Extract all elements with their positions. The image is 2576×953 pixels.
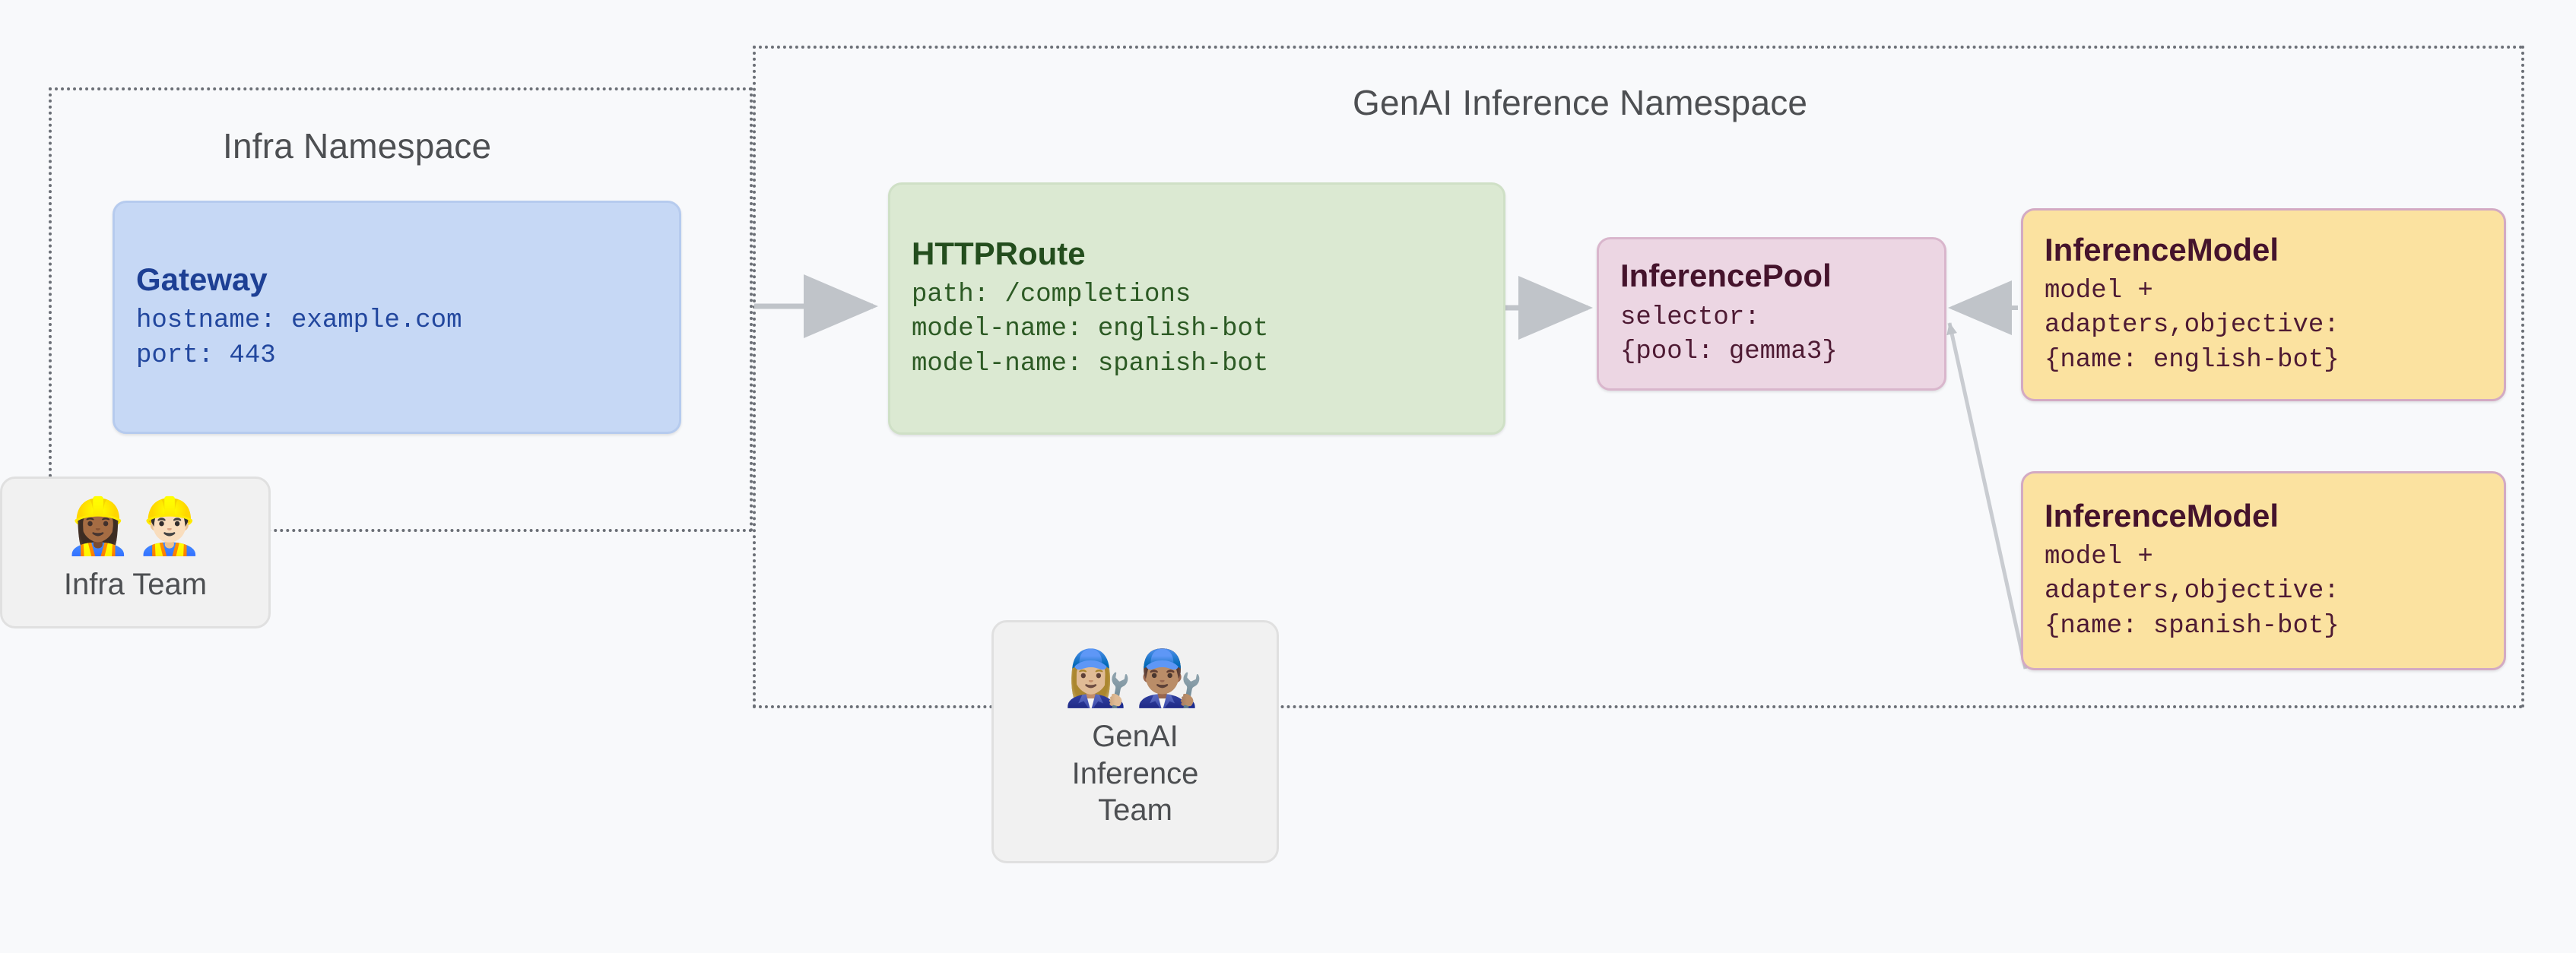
namespace-infra-label: Infra Namespace [223, 126, 492, 166]
node-httproute-line-3: model-name: spanish-bot [912, 349, 1269, 378]
node-httproute-title: HTTPRoute [912, 235, 1086, 271]
node-httproute[interactable]: HTTPRoute path: /completions model-name:… [888, 182, 1505, 435]
node-httproute-line-1: path: /completions [912, 280, 1191, 309]
genai-team-caption: GenAI Inference Team [1072, 718, 1199, 829]
node-inferencepool[interactable]: InferencePool selector: {pool: gemma3} [1597, 237, 1946, 391]
node-gateway[interactable]: Gateway hostname: example.com port: 443 [113, 201, 681, 434]
node-inferencemodel-spanish-line-2: adapters,objective: [2045, 577, 2340, 606]
node-inferencemodel-english-line-2: adapters,objective: [2045, 311, 2340, 340]
node-inferencemodel-spanish[interactable]: InferenceModel model + adapters,objectiv… [2021, 471, 2506, 670]
node-gateway-title: Gateway [136, 261, 268, 297]
genai-team-caption-line-3: Team [1098, 793, 1172, 828]
genai-team-caption-line-2: Inference [1071, 756, 1199, 790]
node-gateway-line-2: port: 443 [136, 340, 276, 370]
namespace-infra [49, 87, 753, 532]
node-gateway-line-1: hostname: example.com [136, 306, 462, 336]
genai-team-avatars: 👩🏼‍🔧👨🏽‍🔧 [1064, 647, 1207, 709]
team-card-genai[interactable]: 👩🏼‍🔧👨🏽‍🔧 GenAI Inference Team [991, 620, 1279, 863]
node-inferencepool-title: InferencePool [1620, 258, 1832, 294]
node-inferencemodel-spanish-title: InferenceModel [2045, 497, 2279, 533]
node-inferencemodel-english-line-1: model + [2045, 276, 2153, 306]
team-card-infra[interactable]: 👷🏾‍♀️👷🏻‍♂️ Infra Team [0, 476, 271, 628]
node-inferencemodel-spanish-line-1: model + [2045, 542, 2153, 571]
genai-team-caption-line-1: GenAI [1092, 719, 1179, 753]
node-inferencemodel-spanish-line-3: {name: spanish-bot} [2045, 611, 2340, 641]
node-inferencemodel-english[interactable]: InferenceModel model + adapters,objectiv… [2021, 208, 2506, 401]
namespace-genai-label: GenAI Inference Namespace [1353, 83, 1808, 122]
node-httproute-line-2: model-name: english-bot [912, 315, 1269, 344]
infra-team-avatars: 👷🏾‍♀️👷🏻‍♂️ [64, 495, 207, 557]
infra-team-caption: Infra Team [63, 567, 208, 601]
node-inferencepool-line-1: selector: [1620, 302, 1760, 332]
node-inferencemodel-english-line-3: {name: english-bot} [2045, 345, 2340, 375]
node-inferencemodel-english-title: InferenceModel [2045, 231, 2279, 268]
namespace-genai [753, 46, 2524, 708]
node-inferencepool-line-2: {pool: gemma3} [1620, 337, 1838, 367]
